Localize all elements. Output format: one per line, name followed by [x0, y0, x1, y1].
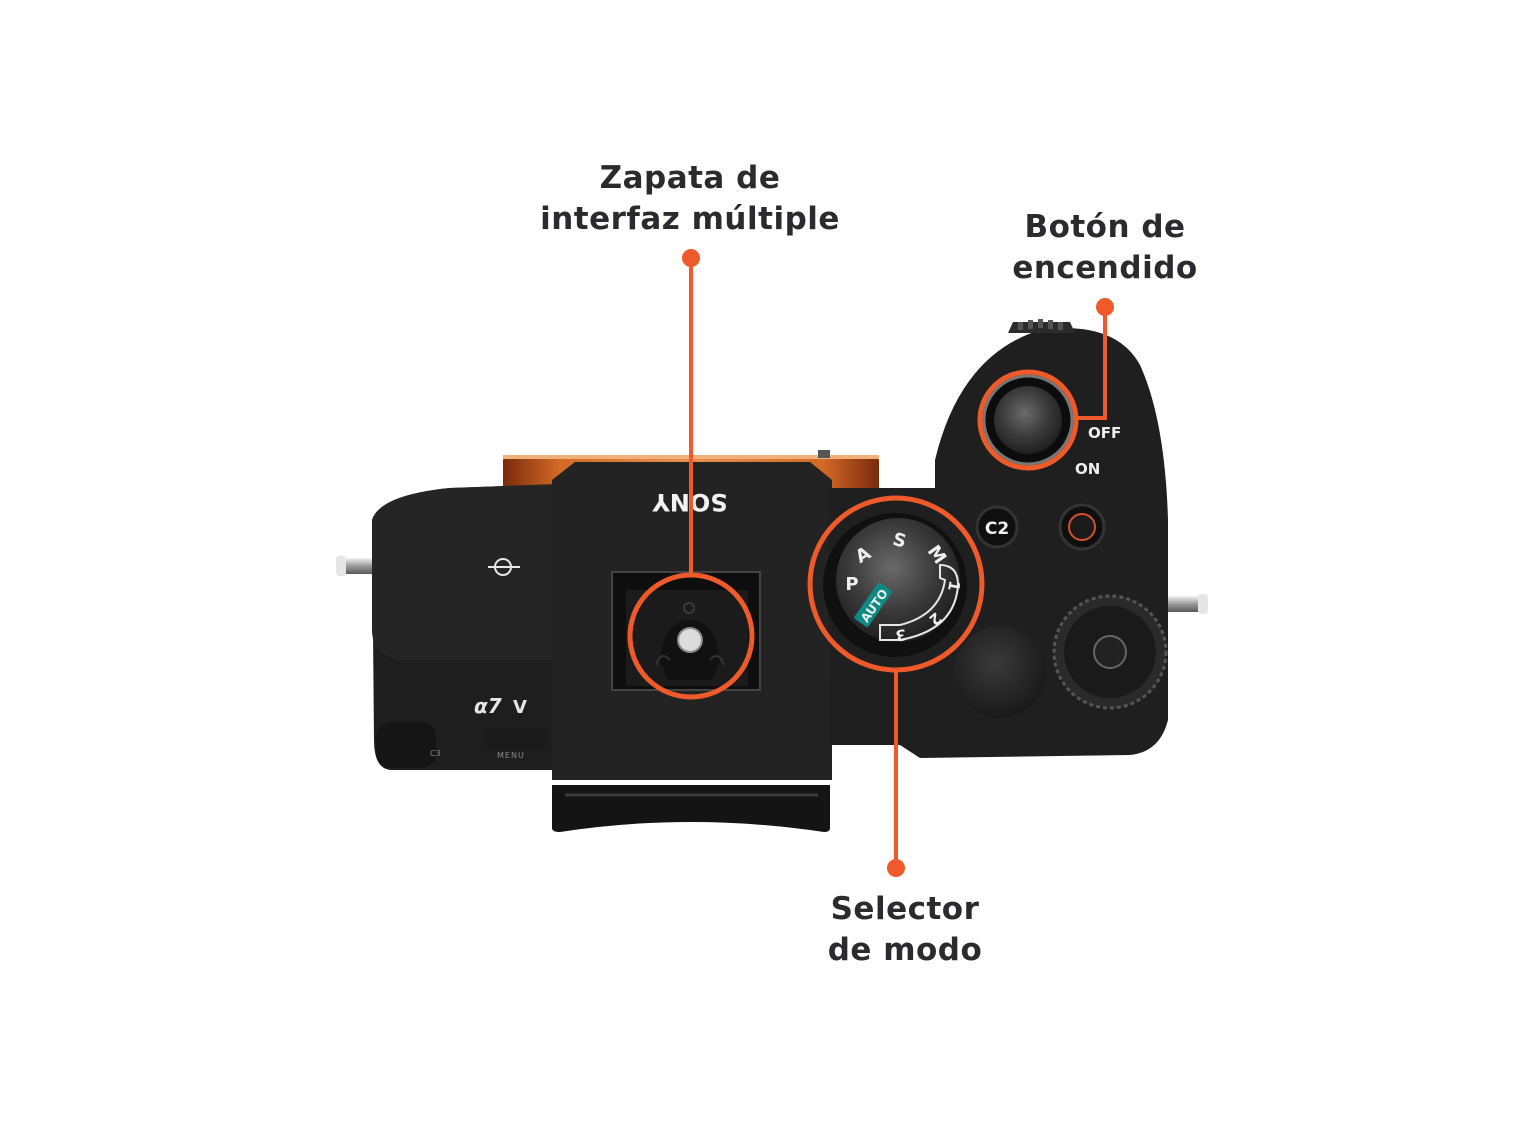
- mode-dial: S A M P 1 2 3 AUTO: [823, 513, 967, 657]
- dial-mode-3: 3: [894, 625, 907, 645]
- callout-multi-interface-shoe: [627, 249, 755, 700]
- focal-plane-mark-icon: [488, 558, 520, 576]
- shutter-button: [982, 374, 1074, 466]
- strap-lug-right: [1165, 594, 1208, 614]
- c2-button: C2: [975, 505, 1019, 549]
- svg-text:C2: C2: [985, 519, 1009, 539]
- front-command-dial: [954, 626, 1046, 718]
- model-prefix: α7: [474, 694, 502, 718]
- dial-mode-s: S: [890, 529, 908, 553]
- record-button: [1058, 503, 1106, 551]
- callout-dot: [887, 859, 905, 877]
- strap-lug-left: [336, 556, 378, 576]
- callout-mode-dial: [807, 495, 985, 877]
- power-on-label: ON: [1075, 460, 1100, 478]
- rear-command-dial: [1052, 594, 1168, 710]
- c3-button-label: C3: [430, 749, 441, 758]
- label-power-button: Botón de encendido: [1012, 209, 1198, 286]
- label-mode-dial: Selector de modo: [827, 891, 983, 968]
- dial-mode-1: 1: [944, 579, 964, 592]
- model-suffix: V: [513, 697, 527, 718]
- label-multi-interface-shoe: Zapata de interfaz múltiple: [540, 160, 840, 237]
- dial-mode-p: P: [845, 574, 858, 595]
- callout-power-button: [977, 298, 1114, 471]
- menu-button-label: MENU: [497, 751, 525, 760]
- power-off-label: OFF: [1088, 424, 1121, 442]
